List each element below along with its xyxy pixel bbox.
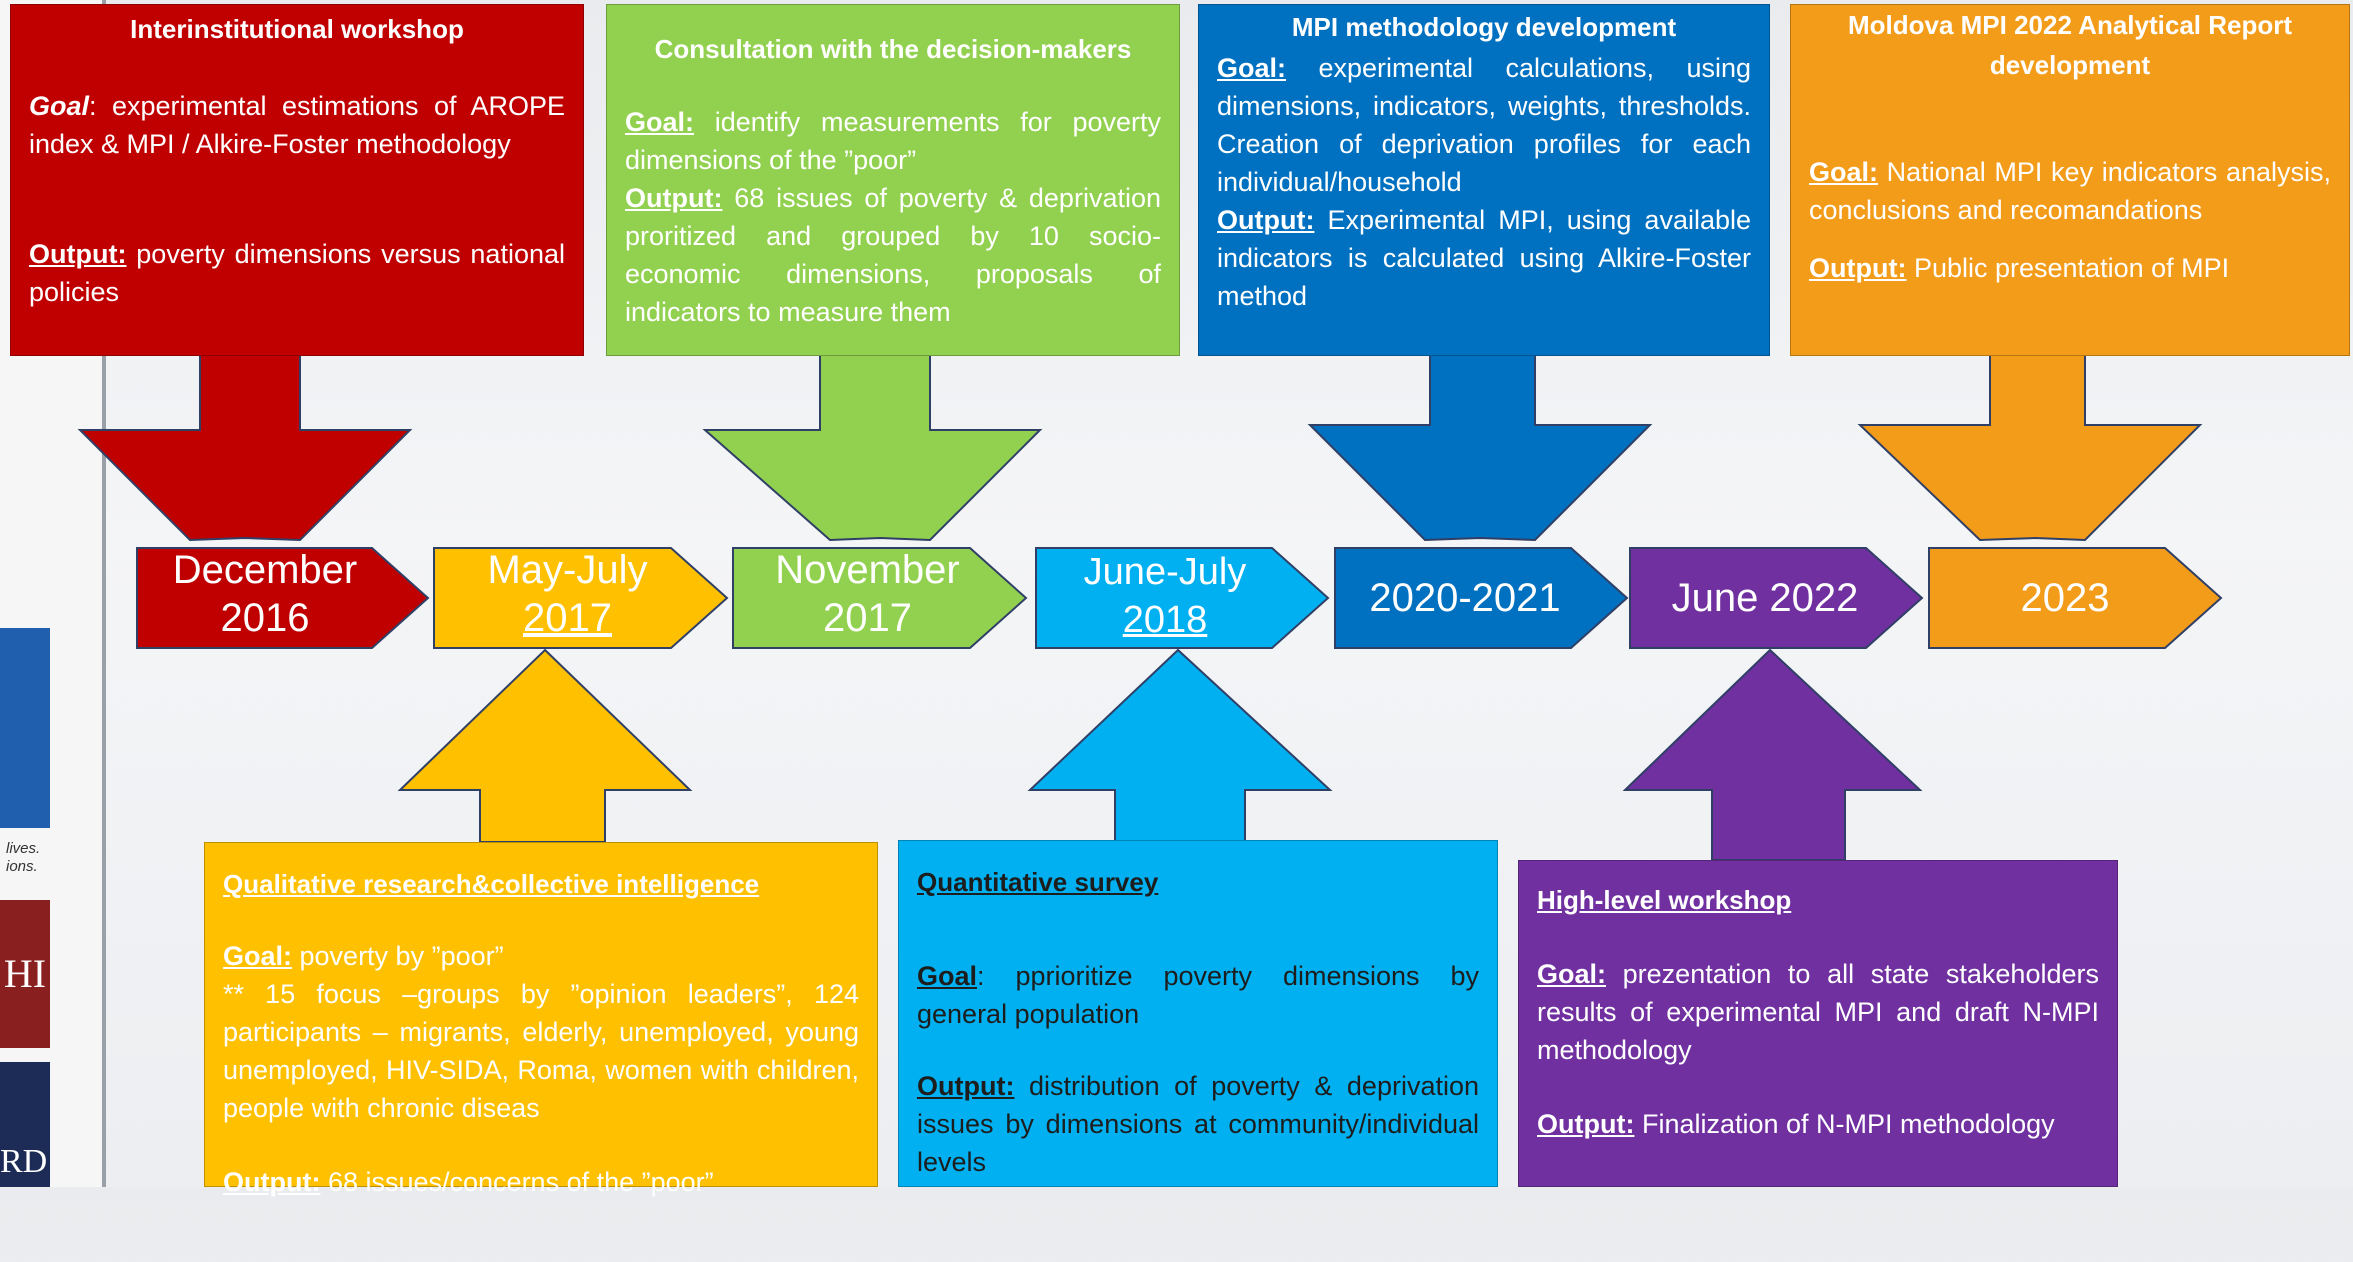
timeline-step-2023 (1928, 547, 2223, 649)
undp-tagline: lives.ions. (6, 840, 41, 875)
output-text: Output: 68 issues/concerns of the ”poor” (223, 1167, 714, 1197)
box-title: Interinstitutional workshop (130, 14, 464, 44)
timeline-step-2017b (732, 547, 1028, 649)
box-title: Consultation with the decision-makers (654, 34, 1132, 64)
oxford-logo: RD (0, 1062, 50, 1187)
box-title: High-level workshop (1537, 885, 1792, 915)
output-text: Output: 68 issues of poverty & deprivati… (625, 183, 1161, 327)
down-arrow-blue (1307, 344, 1653, 542)
step-box-quantitative-survey: Quantitative survey Goal: pprioritize po… (898, 840, 1498, 1187)
step-box-mpi-methodology: MPI methodology development Goal: experi… (1198, 4, 1770, 356)
goal-text: Goal: experimental estimations of AROPE … (29, 91, 565, 159)
date-label: 2020-2021 (1369, 576, 1561, 620)
down-arrow-red (77, 351, 413, 542)
down-arrow-orange (1857, 349, 2203, 542)
timeline-step-2016 (136, 547, 430, 649)
down-arrow-green (702, 339, 1043, 542)
step-box-analytical-report: Moldova MPI 2022 Analytical Report devel… (1790, 4, 2350, 356)
timeline-step-2020 (1334, 547, 1629, 649)
date-label: June 2022 (1671, 576, 1859, 620)
output-text: Output: Public presentation of MPI (1809, 253, 2230, 283)
up-arrow-yellow (397, 648, 693, 843)
box-title: MPI methodology development (1291, 12, 1677, 42)
output-text: Output: distribution of poverty & depriv… (917, 1071, 1479, 1177)
timeline-step-2018 (1035, 547, 1330, 649)
goal-text: Goal: pprioritize poverty dimensions by … (917, 961, 1479, 1029)
undp-logo (0, 628, 50, 828)
goal-text: Goal: experimental calculations, using d… (1217, 53, 1751, 197)
timeline-step-2017a (433, 547, 729, 649)
output-text: Output: Finalization of N-MPI methodolog… (1537, 1109, 2055, 1139)
sidebar-divider (102, 0, 106, 1187)
step-box-qualitative-research: Qualitative research&collective intellig… (204, 842, 878, 1197)
box-title: Qualitative research&collective intellig… (223, 869, 760, 899)
ophi-logo: HI (0, 900, 50, 1048)
timeline-step-2022 (1629, 547, 1924, 649)
box-title: Moldova MPI 2022 Analytical Report devel… (1847, 10, 2293, 80)
goal-text: Goal: poverty by ”poor” (223, 941, 504, 971)
output-text: Output: Experimental MPI, using availabl… (1217, 205, 1751, 311)
up-arrow-purple (1622, 648, 1923, 861)
detail-text: ** 15 focus –groups by ”opinion leaders”… (223, 979, 859, 1123)
goal-text: Goal: prezentation to all state stakehol… (1537, 959, 2099, 1065)
box-title: Quantitative survey (917, 867, 1159, 897)
up-arrow-cyan (1027, 648, 1333, 843)
output-text: Output: poverty dimensions versus nation… (29, 239, 565, 307)
date-label: 2023 (2020, 576, 2110, 620)
step-box-high-level-workshop: High-level workshop Goal: prezentation t… (1518, 860, 2118, 1187)
timeline-diagram (77, 339, 2223, 861)
goal-text: Goal: identify measurements for poverty … (625, 107, 1161, 175)
step-box-interinstitutional-workshop: Interinstitutional workshop Goal: experi… (10, 4, 584, 356)
step-box-consultation: Consultation with the decision-makers Go… (606, 4, 1180, 356)
goal-text: Goal: National MPI key indicators analys… (1809, 157, 2331, 225)
